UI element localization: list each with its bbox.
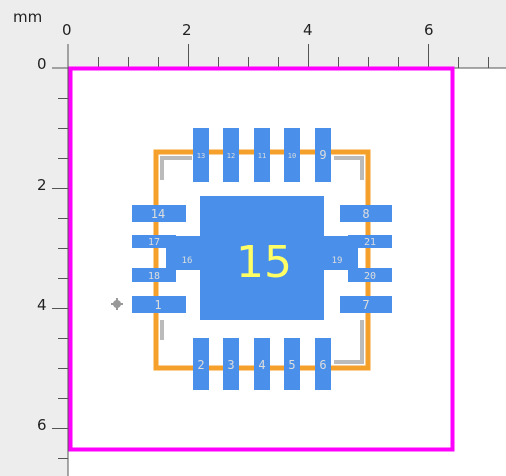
y-tick-label: 2 — [37, 176, 47, 194]
courtyard-outline — [68, 66, 455, 452]
y-tick-label: 4 — [37, 296, 47, 314]
pad-label: 14 — [151, 207, 165, 221]
unit-label: mm — [13, 8, 43, 26]
pad-label: 19 — [332, 256, 343, 266]
y-tick-label: 0 — [37, 55, 47, 73]
pad-label: 2 — [197, 358, 204, 372]
pad-label: 10 — [288, 152, 296, 160]
pad-label: 8 — [362, 207, 369, 221]
center-pad-label: 15 — [236, 237, 292, 288]
pad-label: 16 — [182, 256, 193, 266]
ruler-top — [68, 0, 506, 68]
pad-label: 6 — [319, 358, 326, 372]
ruler-corner — [0, 0, 68, 68]
pad-label: 17 — [148, 237, 160, 248]
center-pad[interactable] — [166, 196, 358, 320]
pad-label: 7 — [362, 298, 369, 312]
ruler-left — [0, 68, 68, 476]
pad-label: 11 — [258, 152, 266, 160]
pad-label: 13 — [197, 152, 205, 160]
pads-right[interactable] — [340, 205, 392, 313]
pads-left[interactable] — [132, 205, 186, 313]
pad-label: 1 — [154, 298, 161, 312]
pad-label: 21 — [364, 237, 376, 248]
pad-label: 12 — [227, 152, 235, 160]
pad-label: 9 — [319, 148, 326, 162]
x-tick-label: 4 — [303, 21, 313, 39]
x-tick-label: 0 — [62, 21, 72, 39]
pad-label: 4 — [258, 358, 265, 372]
y-tick-label: 6 — [37, 416, 47, 434]
crosshair-dot-icon — [111, 298, 123, 310]
x-tick-label: 6 — [424, 21, 434, 39]
pad-label: 3 — [227, 358, 234, 372]
x-tick-label: 2 — [182, 21, 192, 39]
pad-label: 18 — [148, 271, 160, 282]
pads-bottom[interactable] — [193, 338, 331, 390]
pad-label: 5 — [288, 358, 295, 372]
pad-label: 20 — [364, 271, 376, 282]
pads-top[interactable] — [193, 128, 331, 182]
